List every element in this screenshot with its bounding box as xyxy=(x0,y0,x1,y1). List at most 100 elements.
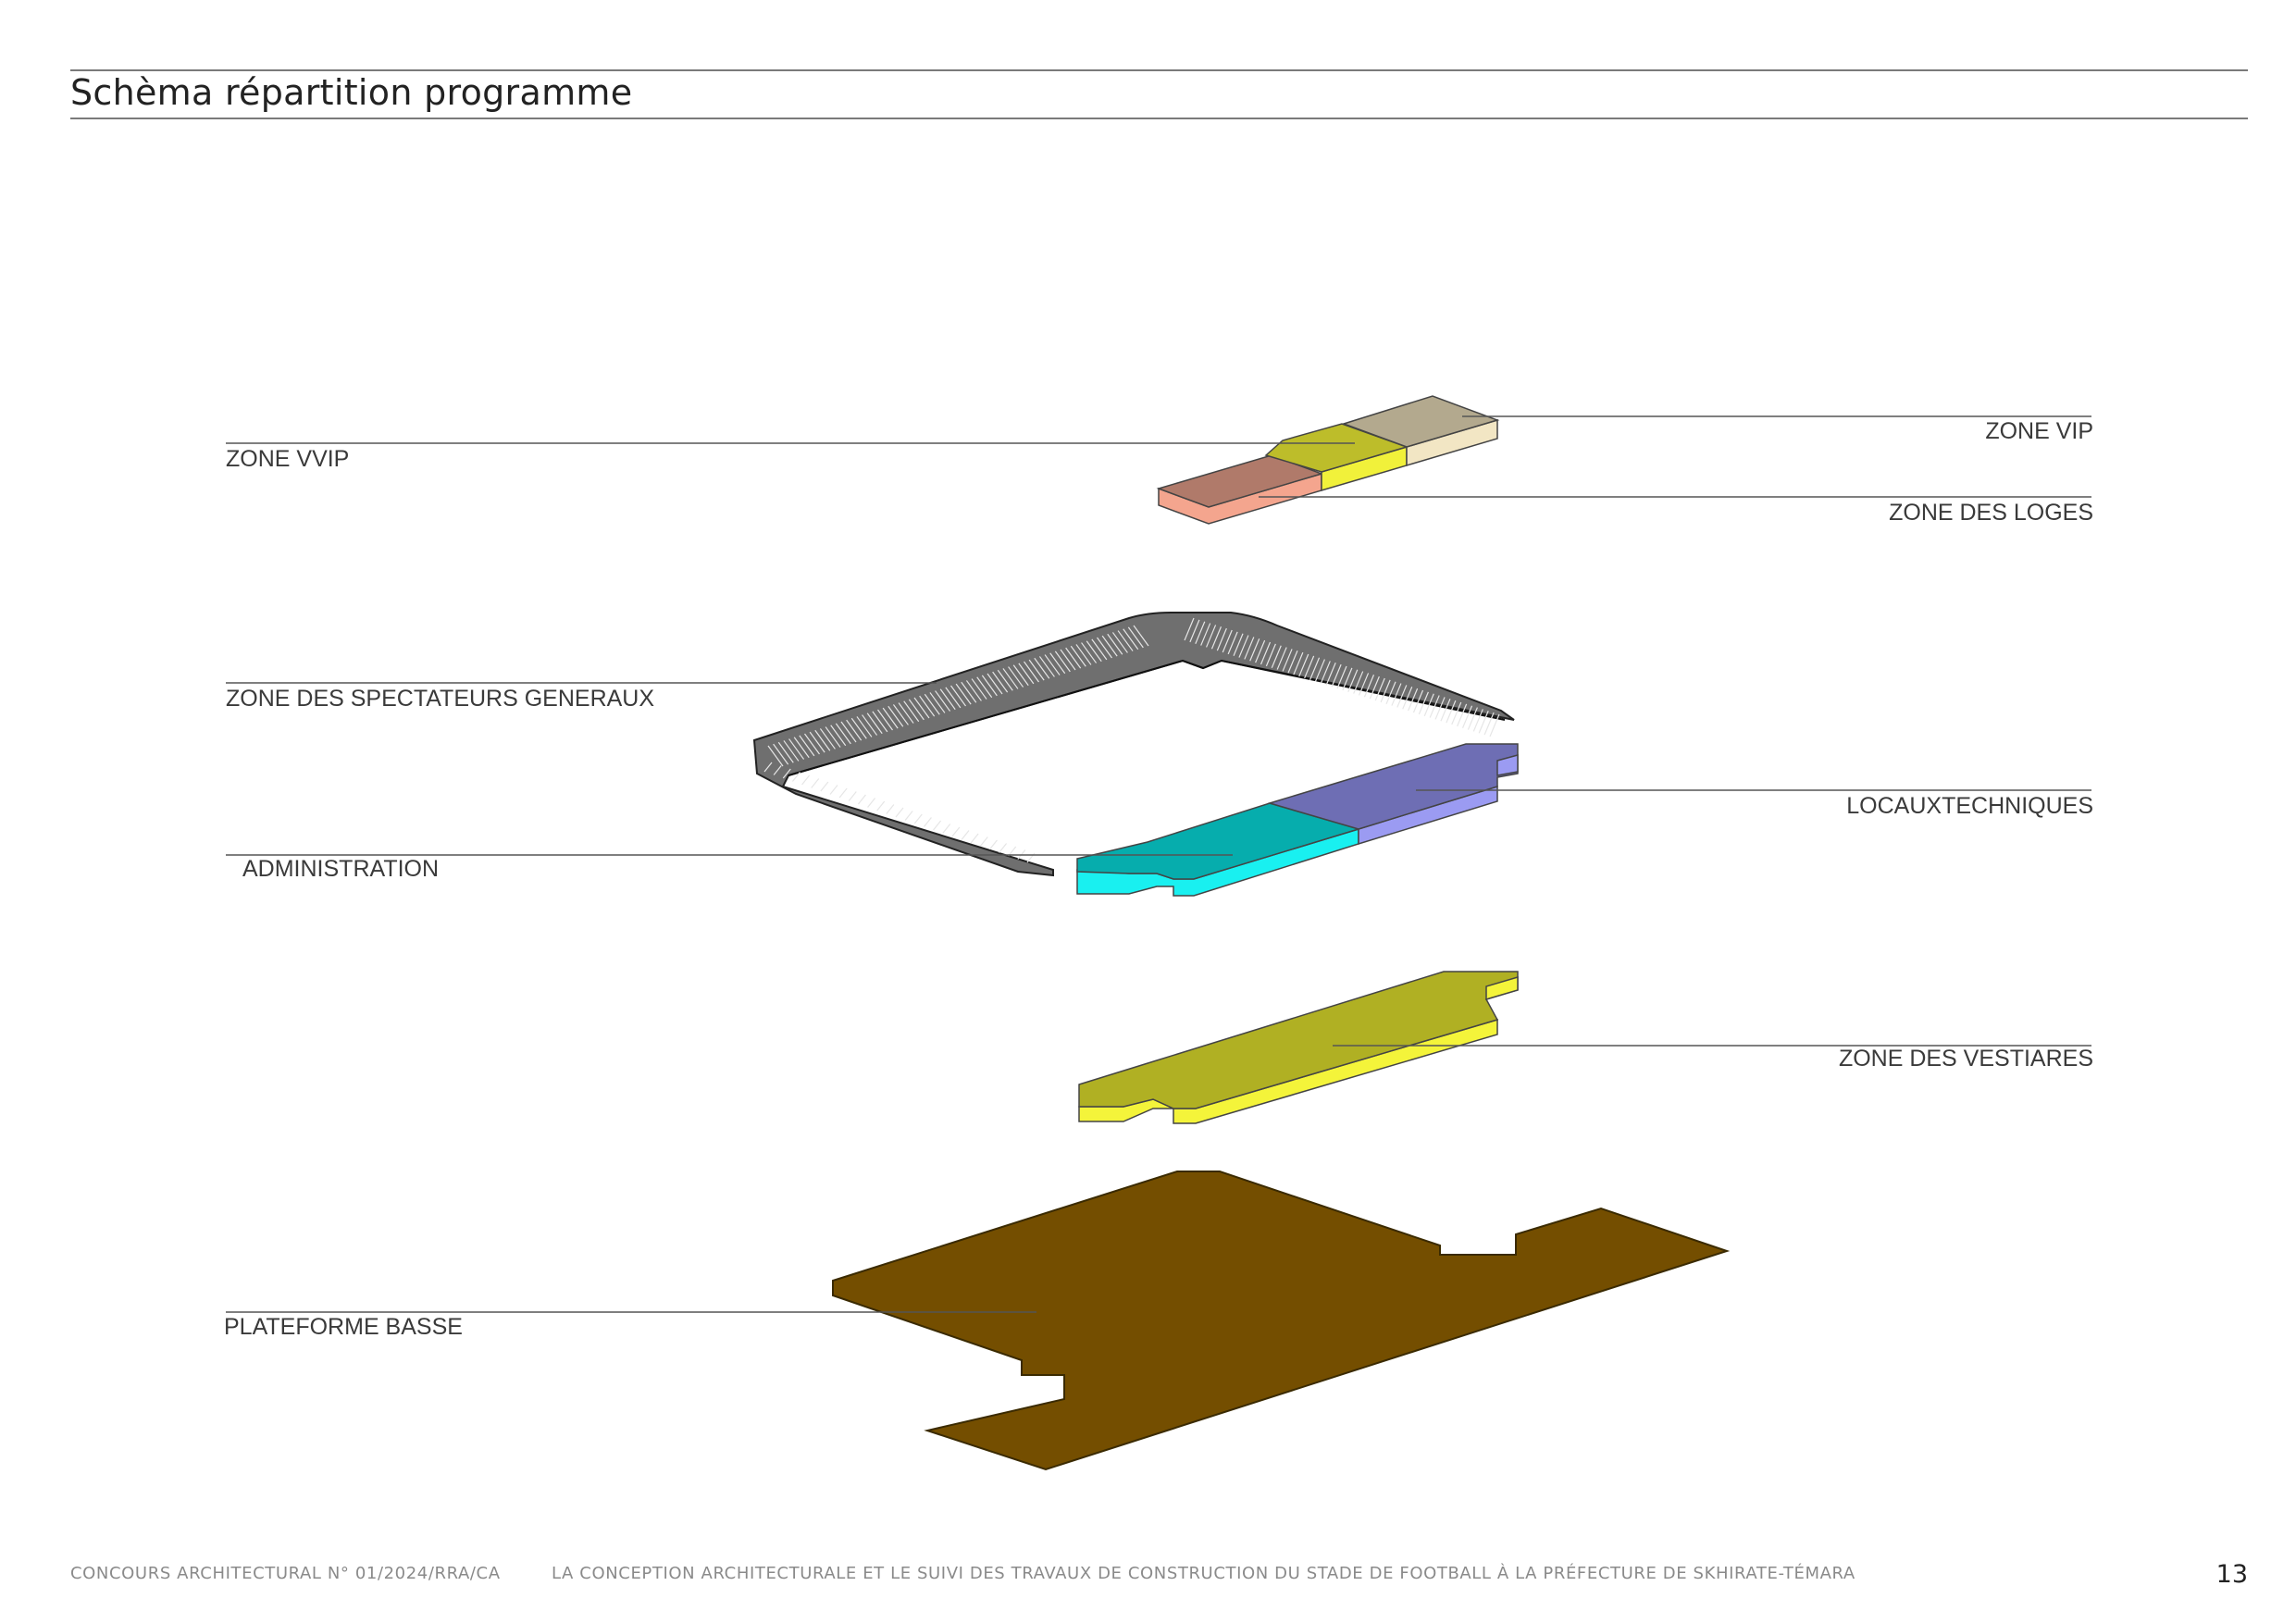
vestiares-end-side xyxy=(1485,975,1519,1001)
stand-seat-row xyxy=(1206,625,1217,648)
stand-seat-row xyxy=(1320,661,1331,684)
stand-seat-row xyxy=(961,830,970,840)
stand-seat-row xyxy=(838,787,848,799)
label-zone-vip: ZONE VIP xyxy=(1985,418,2093,444)
stand-seat-row xyxy=(1347,669,1359,692)
stand-seat-row xyxy=(811,778,820,788)
stand-seat-row xyxy=(825,726,841,748)
stand-seat-row xyxy=(1331,663,1342,688)
stand-seat-row xyxy=(1434,697,1446,720)
stand-seat-row xyxy=(1282,649,1293,672)
stand-seat-row xyxy=(1012,664,1029,687)
stand-seat-row xyxy=(1018,663,1035,685)
stand-seat-row xyxy=(867,798,876,808)
stand-seat-row xyxy=(892,704,909,725)
stand-seat-row xyxy=(999,843,1008,853)
stand-seat-row xyxy=(876,800,886,812)
stand-seat-row xyxy=(1423,693,1434,716)
stand-seat-row xyxy=(913,813,923,824)
stand-seat-row xyxy=(942,824,951,834)
stand-seat-row xyxy=(1374,677,1385,701)
stand-seat-row xyxy=(987,673,1003,695)
stand-seat-row xyxy=(801,774,811,786)
leader-lines xyxy=(226,415,2091,1313)
label-plateforme-basse: PLATEFORME BASSE xyxy=(224,1314,463,1340)
page-number: 13 xyxy=(2215,1560,2248,1589)
stand-seat-row xyxy=(829,785,838,795)
stand-seat-row xyxy=(1314,659,1325,682)
stand-seat-row xyxy=(919,695,936,717)
stand-seat-row xyxy=(945,687,962,709)
stand-seat-row xyxy=(1127,626,1144,649)
stand-seat-row xyxy=(850,717,867,739)
stand-seat-row xyxy=(1429,695,1440,718)
stand-seat-row xyxy=(1265,643,1276,667)
plateforme-basse-slab xyxy=(832,1171,1731,1471)
stand-seat-row xyxy=(913,697,930,719)
stand-seat-row xyxy=(1412,689,1424,713)
stand-seat-row xyxy=(1117,630,1134,651)
stand-seat-row xyxy=(1054,650,1071,673)
stand-seat-row xyxy=(809,731,825,753)
stand-seat-row xyxy=(997,669,1013,691)
stand-seat-row xyxy=(1216,627,1227,651)
stand-seat-row xyxy=(895,807,904,818)
stand-seat-row xyxy=(1402,687,1413,710)
stand-seat-row xyxy=(1353,671,1364,694)
stand-seat-row xyxy=(846,719,863,741)
stand-seat-row xyxy=(1238,635,1249,658)
stand-seat-row xyxy=(791,772,800,782)
stand-seat-row xyxy=(1189,619,1200,643)
stand-seat-row xyxy=(971,678,987,700)
stand-seat-row xyxy=(1044,654,1061,675)
stand-seat-row xyxy=(929,692,946,713)
stand-seat-row xyxy=(923,817,932,827)
stand-seat-row xyxy=(835,723,851,745)
stand-seat-row xyxy=(965,680,982,701)
stand-seat-row xyxy=(979,836,988,847)
stand-seat-row xyxy=(882,707,899,729)
stand-seat-row xyxy=(773,743,789,765)
stand-seat-row xyxy=(777,741,794,763)
stand-seat-row xyxy=(988,839,998,850)
stand-seat-row xyxy=(1038,656,1055,677)
layer-vestiares xyxy=(1078,971,1519,1124)
stand-seat-row xyxy=(1086,640,1102,663)
stand-seat-row xyxy=(866,712,883,735)
stand-seat-row xyxy=(1451,701,1462,725)
stand-seat-row xyxy=(886,804,895,814)
stand-seat-row xyxy=(887,705,904,727)
stand-seat-row xyxy=(992,671,1009,693)
stand-seat-row xyxy=(1123,628,1139,650)
stand-seat-row xyxy=(788,738,805,760)
stand-seat-row xyxy=(1467,707,1478,730)
header-top-rule xyxy=(70,69,2248,71)
stand-seat-row xyxy=(1418,691,1429,715)
stand-seat-row xyxy=(935,690,951,712)
stand-seat-row xyxy=(1233,633,1244,656)
stand-seat-row xyxy=(763,762,773,773)
stand-seat-row xyxy=(924,693,940,715)
layer-spectator-stands xyxy=(752,612,1515,877)
stand-seat-row xyxy=(1260,641,1272,665)
label-zone-vvip: ZONE VVIP xyxy=(226,446,350,472)
stand-seat-row xyxy=(1255,639,1266,663)
stand-seat-row xyxy=(1101,635,1118,657)
stand-seat-row xyxy=(1304,655,1315,679)
layer-admin-locaux xyxy=(1076,743,1519,897)
header-bottom-rule xyxy=(70,118,2248,119)
stand-seat-row xyxy=(1075,644,1092,665)
stand-seat-row xyxy=(950,685,966,707)
stand-seat-row xyxy=(830,725,847,747)
footer-description: LA CONCEPTION ARCHITECTURALE ET LE SUIVI… xyxy=(552,1564,1855,1583)
stand-seat-row xyxy=(1008,666,1024,688)
stand-seat-row xyxy=(1287,650,1298,674)
stand-seat-row xyxy=(898,702,914,724)
stand-seat-row xyxy=(1457,703,1468,727)
label-zone-spectateurs: ZONE DES SPECTATEURS GENERAUX xyxy=(226,686,655,712)
label-administration: ADMINISTRATION xyxy=(242,856,440,882)
stand-seat-row xyxy=(767,745,784,767)
stand-seat-row xyxy=(1034,657,1050,679)
stand-seat-row xyxy=(981,675,998,697)
stand-seat-row xyxy=(903,700,920,723)
